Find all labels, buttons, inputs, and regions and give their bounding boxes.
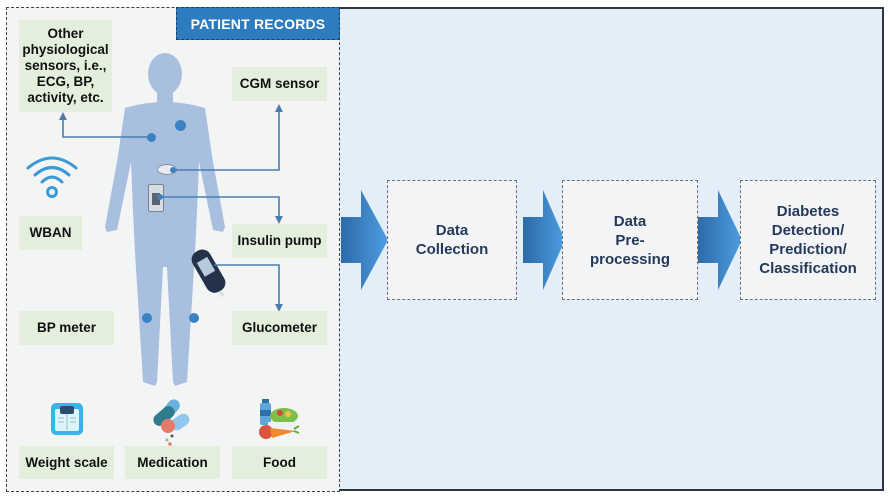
bp-meter-label: BP meter [19, 311, 114, 345]
pills-icon [153, 399, 190, 446]
food-label: Food [232, 446, 327, 479]
wifi-icon [26, 156, 78, 198]
other-sensors-label: Other physiological sensors, i.e., ECG, … [19, 20, 112, 112]
flow-arrow [523, 190, 565, 290]
step-label: Data [613, 212, 647, 230]
sensor-dot [189, 313, 199, 323]
sensor-dot [142, 313, 152, 323]
wban-label: WBAN [19, 216, 82, 250]
step-label: Diabetes [776, 203, 840, 220]
step-label: Detection/ [771, 222, 845, 239]
step-label: processing [589, 250, 671, 268]
weight-scale-label: Weight scale [19, 446, 114, 479]
step-label: Collection [415, 241, 489, 258]
medication-label: Medication [125, 446, 220, 479]
insulin-pump-icon [148, 184, 164, 212]
patient-records-title: PATIENT RECORDS [176, 7, 340, 40]
step-label: Classification [759, 260, 857, 277]
flow-arrow [698, 190, 742, 290]
step-label: Prediction/ [769, 241, 847, 258]
flow-arrow [341, 190, 388, 290]
sensor-dot [175, 120, 186, 131]
weight-scale-icon [51, 403, 83, 435]
glucometer-label: Glucometer [232, 311, 327, 345]
glucometer-icon [191, 249, 226, 298]
connector-lines [59, 104, 283, 312]
human-body-icon [105, 53, 225, 386]
step-label: Data [435, 222, 469, 239]
step-label: Pre- [615, 231, 645, 249]
insulin-pump-label: Insulin pump [232, 224, 327, 258]
food-icon [259, 399, 300, 439]
cgm-sensor-label: CGM sensor [232, 67, 327, 101]
